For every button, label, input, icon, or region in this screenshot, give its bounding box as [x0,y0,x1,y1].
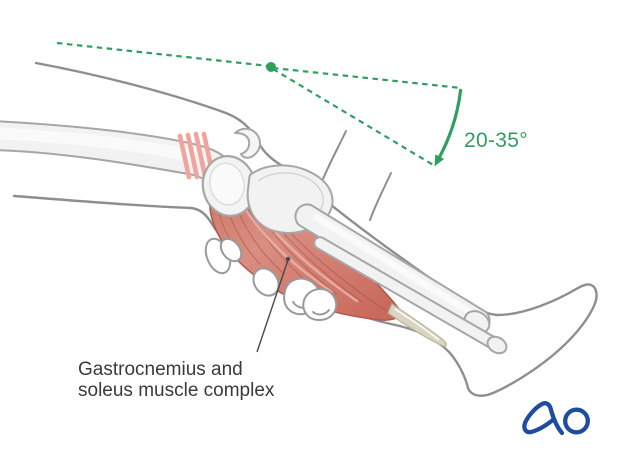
patella [234,127,262,159]
caption: Gastrocnemius and soleus muscle complex [78,256,291,401]
angle-arc [438,88,463,159]
angle-vertex-dot [266,62,276,72]
angle-arrowhead-icon [434,154,445,167]
achilles-tendon-highlight [394,308,440,341]
angle-dashed-line-left [56,41,270,68]
angle-dashed-line-upper [272,66,462,90]
caption-leader-line [256,259,289,353]
knee-skin-crease-2 [369,172,392,221]
finger-1 [219,237,243,263]
tibia-shaft-highlight [312,213,478,319]
angle-label: 20-35° [464,129,528,152]
surgeon-hand [219,237,338,321]
femoral-condyle-inner [209,162,245,206]
knee-skin-crease-1 [320,130,347,185]
ao-logo-letter-a [522,401,565,436]
femur-highlight [0,127,198,163]
finger-2 [252,267,280,297]
lateral-malleolus [486,335,508,355]
caption-line-2: soleus muscle complex [78,380,275,401]
leader-line-dot [285,256,291,262]
bones [0,120,508,355]
finger-4-crease [312,309,330,316]
angle-annotation: 20-35° [56,41,528,167]
ao-logo [522,401,590,436]
tibia-head-inner [257,172,324,211]
angle-dashed-line-lower [272,68,436,167]
ao-logo-letter-o [563,407,590,435]
caption-line-1: Gastrocnemius and [78,359,243,380]
